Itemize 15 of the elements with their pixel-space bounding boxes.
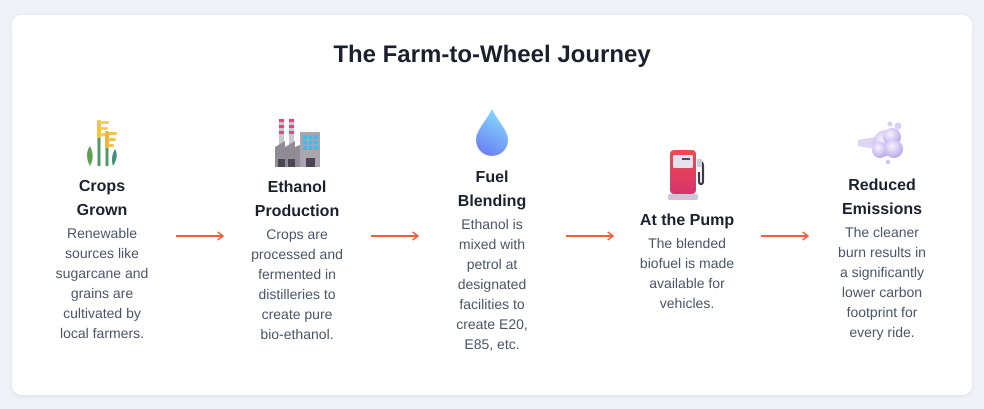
step-title: Reduced Emissions (840, 176, 924, 220)
step-title: At the Pump (640, 210, 734, 230)
step-description: Renewable sources like sugarcane and grains are cultivated by local farmers. (54, 224, 150, 342)
step-description: The cleaner burn results in a significantly lower carbon footprint for every ride. (837, 222, 927, 342)
arrow (566, 232, 614, 240)
step-title: Ethanol Production (254, 178, 340, 222)
step-description: The blended biofuel is made available for vehicles. (640, 234, 734, 312)
step-title: Crops Grown (76, 176, 128, 220)
diagram-title: The Farm-to-Wheel Journey (333, 41, 651, 69)
arrow (761, 232, 809, 240)
arrow (176, 232, 224, 240)
arrow (371, 232, 419, 240)
step-title: Fuel Blending (456, 168, 528, 212)
step-description: Crops are processed and fermented in distilleries to create pure bio-ethanol. (250, 224, 344, 344)
step-description: Ethanol is mixed with petrol at designated facilities to create E20, E85, etc. (455, 214, 529, 354)
